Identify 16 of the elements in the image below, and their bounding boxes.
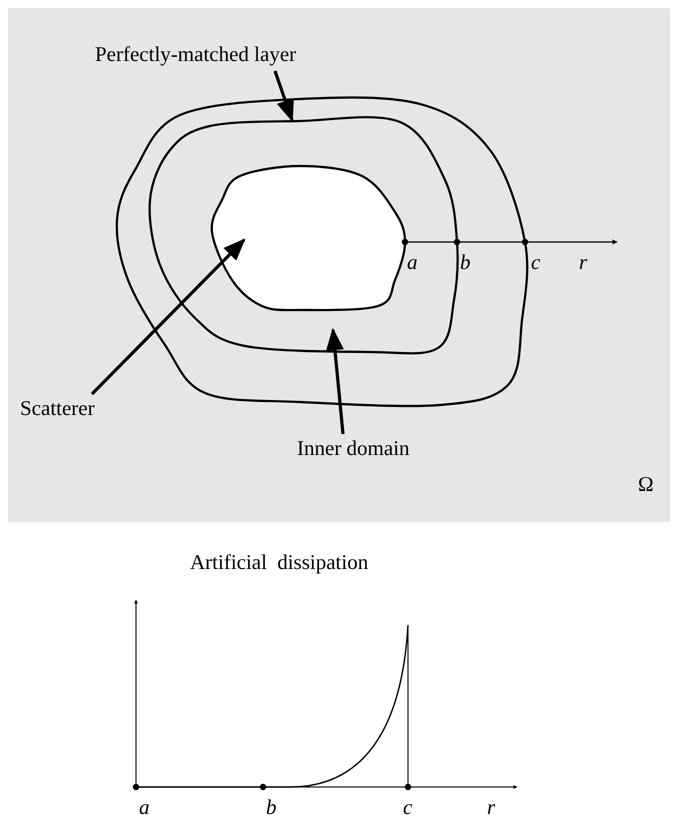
domain-label: Ω <box>638 474 654 495</box>
plot-title: Artificial dissipation <box>190 552 368 573</box>
axis-label: r <box>579 252 588 273</box>
leader-arrow <box>90 238 246 396</box>
callout-text: Perfectly-matched layer <box>95 44 296 65</box>
callout-text: Inner domain <box>297 438 410 459</box>
axis-label: r <box>487 797 496 815</box>
axis-label: a <box>407 252 418 273</box>
axis-label: b <box>266 797 276 815</box>
leader-arrow <box>326 328 345 434</box>
axis-label: c <box>531 252 540 273</box>
axis-label: b <box>460 252 470 273</box>
axis-label: a <box>139 797 150 815</box>
axis-label: c <box>403 797 412 815</box>
callout-text: Scatterer <box>20 398 95 419</box>
leader-arrow <box>273 70 294 122</box>
